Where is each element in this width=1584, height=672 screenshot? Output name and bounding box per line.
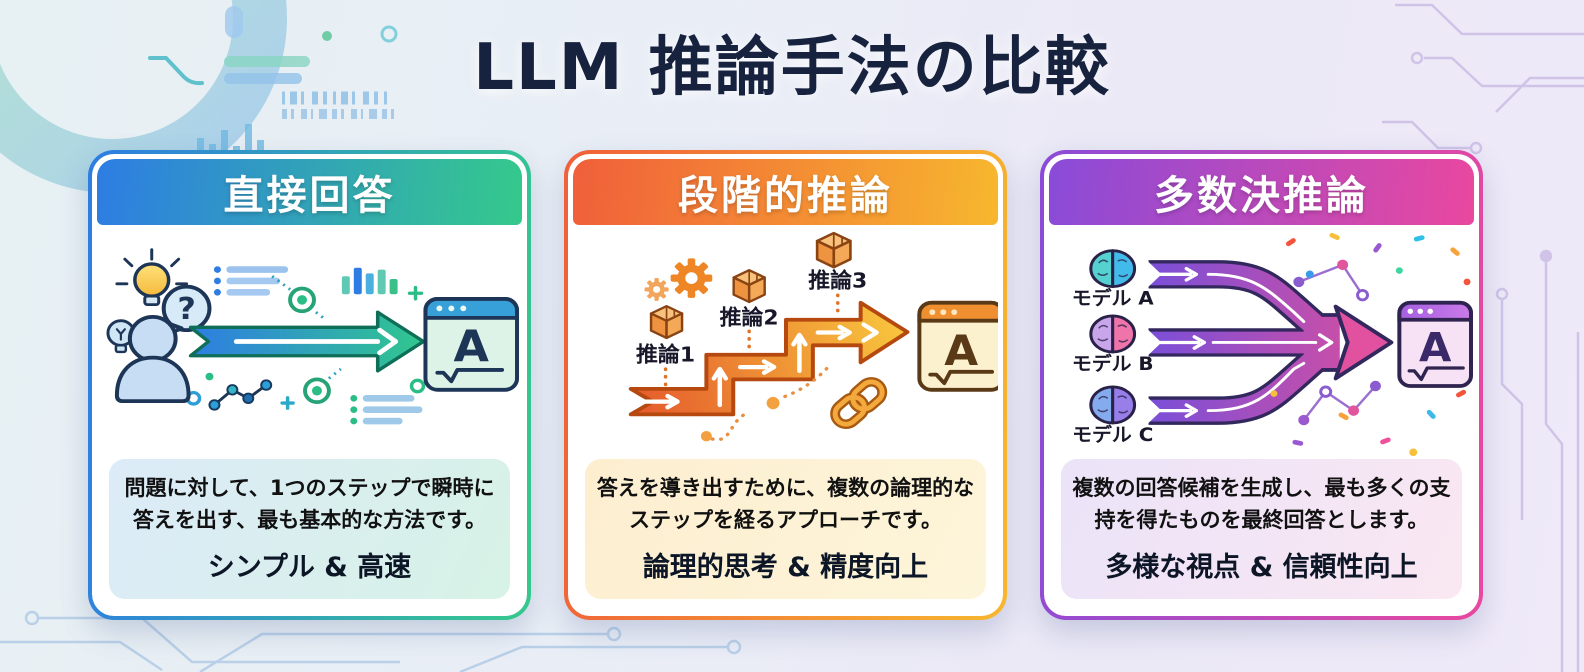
model-labels: モデル A モデル B モデル C	[1072, 287, 1154, 446]
node-dot-decor-top	[271, 275, 327, 321]
card-majority-vote-reasoning-textbox: 複数の回答候補を生成し、最も多くの支持を得たものを最終回答とします。 多様な視点…	[1061, 459, 1462, 599]
node-dot-decor-bottom	[303, 367, 342, 404]
direct-arrow-icon	[188, 310, 426, 373]
bar-chart-decor	[341, 267, 398, 295]
answer-window-icon: A	[1397, 300, 1474, 388]
card-stepwise-reasoning-title: 段階的推論	[678, 173, 893, 219]
model-label-b: モデル B	[1072, 352, 1154, 374]
answer-letter: A	[454, 321, 490, 372]
card-majority-vote-reasoning-description: 複数の回答候補を生成し、最も多くの支持を得たものを最終回答とします。	[1072, 476, 1451, 532]
dotted-curve-decor	[700, 362, 833, 442]
card-direct-answer-tagline: シンプル & 高速	[207, 552, 412, 583]
circuit-traces-bottom	[0, 610, 742, 672]
list-lines-decor-top	[213, 266, 289, 296]
network-graph-decor-top	[1293, 259, 1369, 302]
card-majority-vote-reasoning-title: 多数決推論	[1154, 173, 1369, 219]
brain-icon-model-b	[1089, 314, 1137, 354]
answer-letter: A	[1419, 324, 1452, 371]
card-majority-vote-reasoning-inner: 多数決推論	[1044, 154, 1479, 616]
card-majority-vote-reasoning: 多数決推論	[1040, 150, 1483, 620]
answer-window-icon: A	[917, 300, 998, 392]
card-direct-answer-header: 直接回答	[97, 159, 522, 225]
card-majority-vote-reasoning-illustration: モデル A モデル B モデル C	[1049, 227, 1474, 457]
card-stepwise-reasoning-tagline: 論理的思考 & 精度向上	[642, 552, 929, 583]
step-label-1: 推論1	[636, 342, 695, 367]
topbar-decor	[148, 6, 398, 86]
page-title: LLM 推論手法の比較	[473, 31, 1111, 105]
lightbulb-icon	[115, 248, 189, 307]
card-stepwise-reasoning-inner: 段階的推論	[568, 154, 1003, 616]
network-graph-decor-bottom	[1298, 380, 1381, 426]
barcode-decor	[282, 91, 400, 119]
brain-icon-model-a	[1089, 249, 1137, 289]
card-stepwise-reasoning-textbox: 答えを導き出すために、複数の論理的なステップを経るアプローチです。 論理的思考 …	[585, 459, 986, 599]
list-lines-decor-bottom	[350, 395, 423, 425]
step-label-2: 推論2	[720, 305, 779, 330]
card-direct-answer-illustration: ? A	[97, 227, 522, 457]
answer-window-icon: A	[423, 297, 520, 392]
card-stepwise-reasoning-header: 段階的推論	[573, 159, 998, 225]
model-label-a: モデル A	[1072, 287, 1154, 309]
card-direct-answer-title: 直接回答	[223, 173, 396, 219]
staircase-arrow-icon	[628, 300, 910, 417]
card-stepwise-reasoning-description: 答えを導き出すために、複数の論理的なステップを経るアプローチです。	[596, 476, 975, 532]
circuit-traces-right	[1382, 3, 1584, 672]
step-label-3: 推論3	[808, 268, 867, 293]
person-icon	[114, 315, 191, 404]
model-label-c: モデル C	[1072, 423, 1153, 445]
dotted-connectors	[663, 293, 840, 388]
gear-icon	[644, 258, 713, 301]
mini-bars-decor	[197, 124, 264, 153]
card-direct-answer-textbox: 問題に対して、1つのステップで瞬時に答えを出す、最も基本的な方法です。 シンプル…	[109, 459, 510, 599]
brain-icon-model-c	[1089, 385, 1137, 425]
small-lightbulb-icon	[106, 319, 136, 354]
card-stepwise-reasoning-illustration: 推論1 推論2 推論3	[573, 227, 998, 457]
line-chart-decor	[208, 379, 273, 411]
card-stepwise-reasoning: 段階的推論	[564, 150, 1007, 620]
method-cards-row: 直接回答	[88, 150, 1483, 620]
card-direct-answer-inner: 直接回答	[92, 154, 527, 616]
answer-letter: A	[944, 327, 978, 376]
card-direct-answer: 直接回答	[88, 150, 531, 620]
step-labels: 推論1 推論2 推論3	[636, 268, 867, 367]
merge-arrow-icon	[1145, 259, 1394, 426]
question-mark: ?	[177, 292, 195, 327]
card-direct-answer-description: 問題に対して、1つのステップで瞬時に答えを出す、最も基本的な方法です。	[124, 476, 495, 532]
card-majority-vote-reasoning-tagline: 多様な視点 & 信頼性向上	[1105, 552, 1418, 583]
plus-decor	[280, 285, 424, 410]
chain-link-icon	[830, 377, 888, 429]
card-majority-vote-reasoning-header: 多数決推論	[1049, 159, 1474, 225]
